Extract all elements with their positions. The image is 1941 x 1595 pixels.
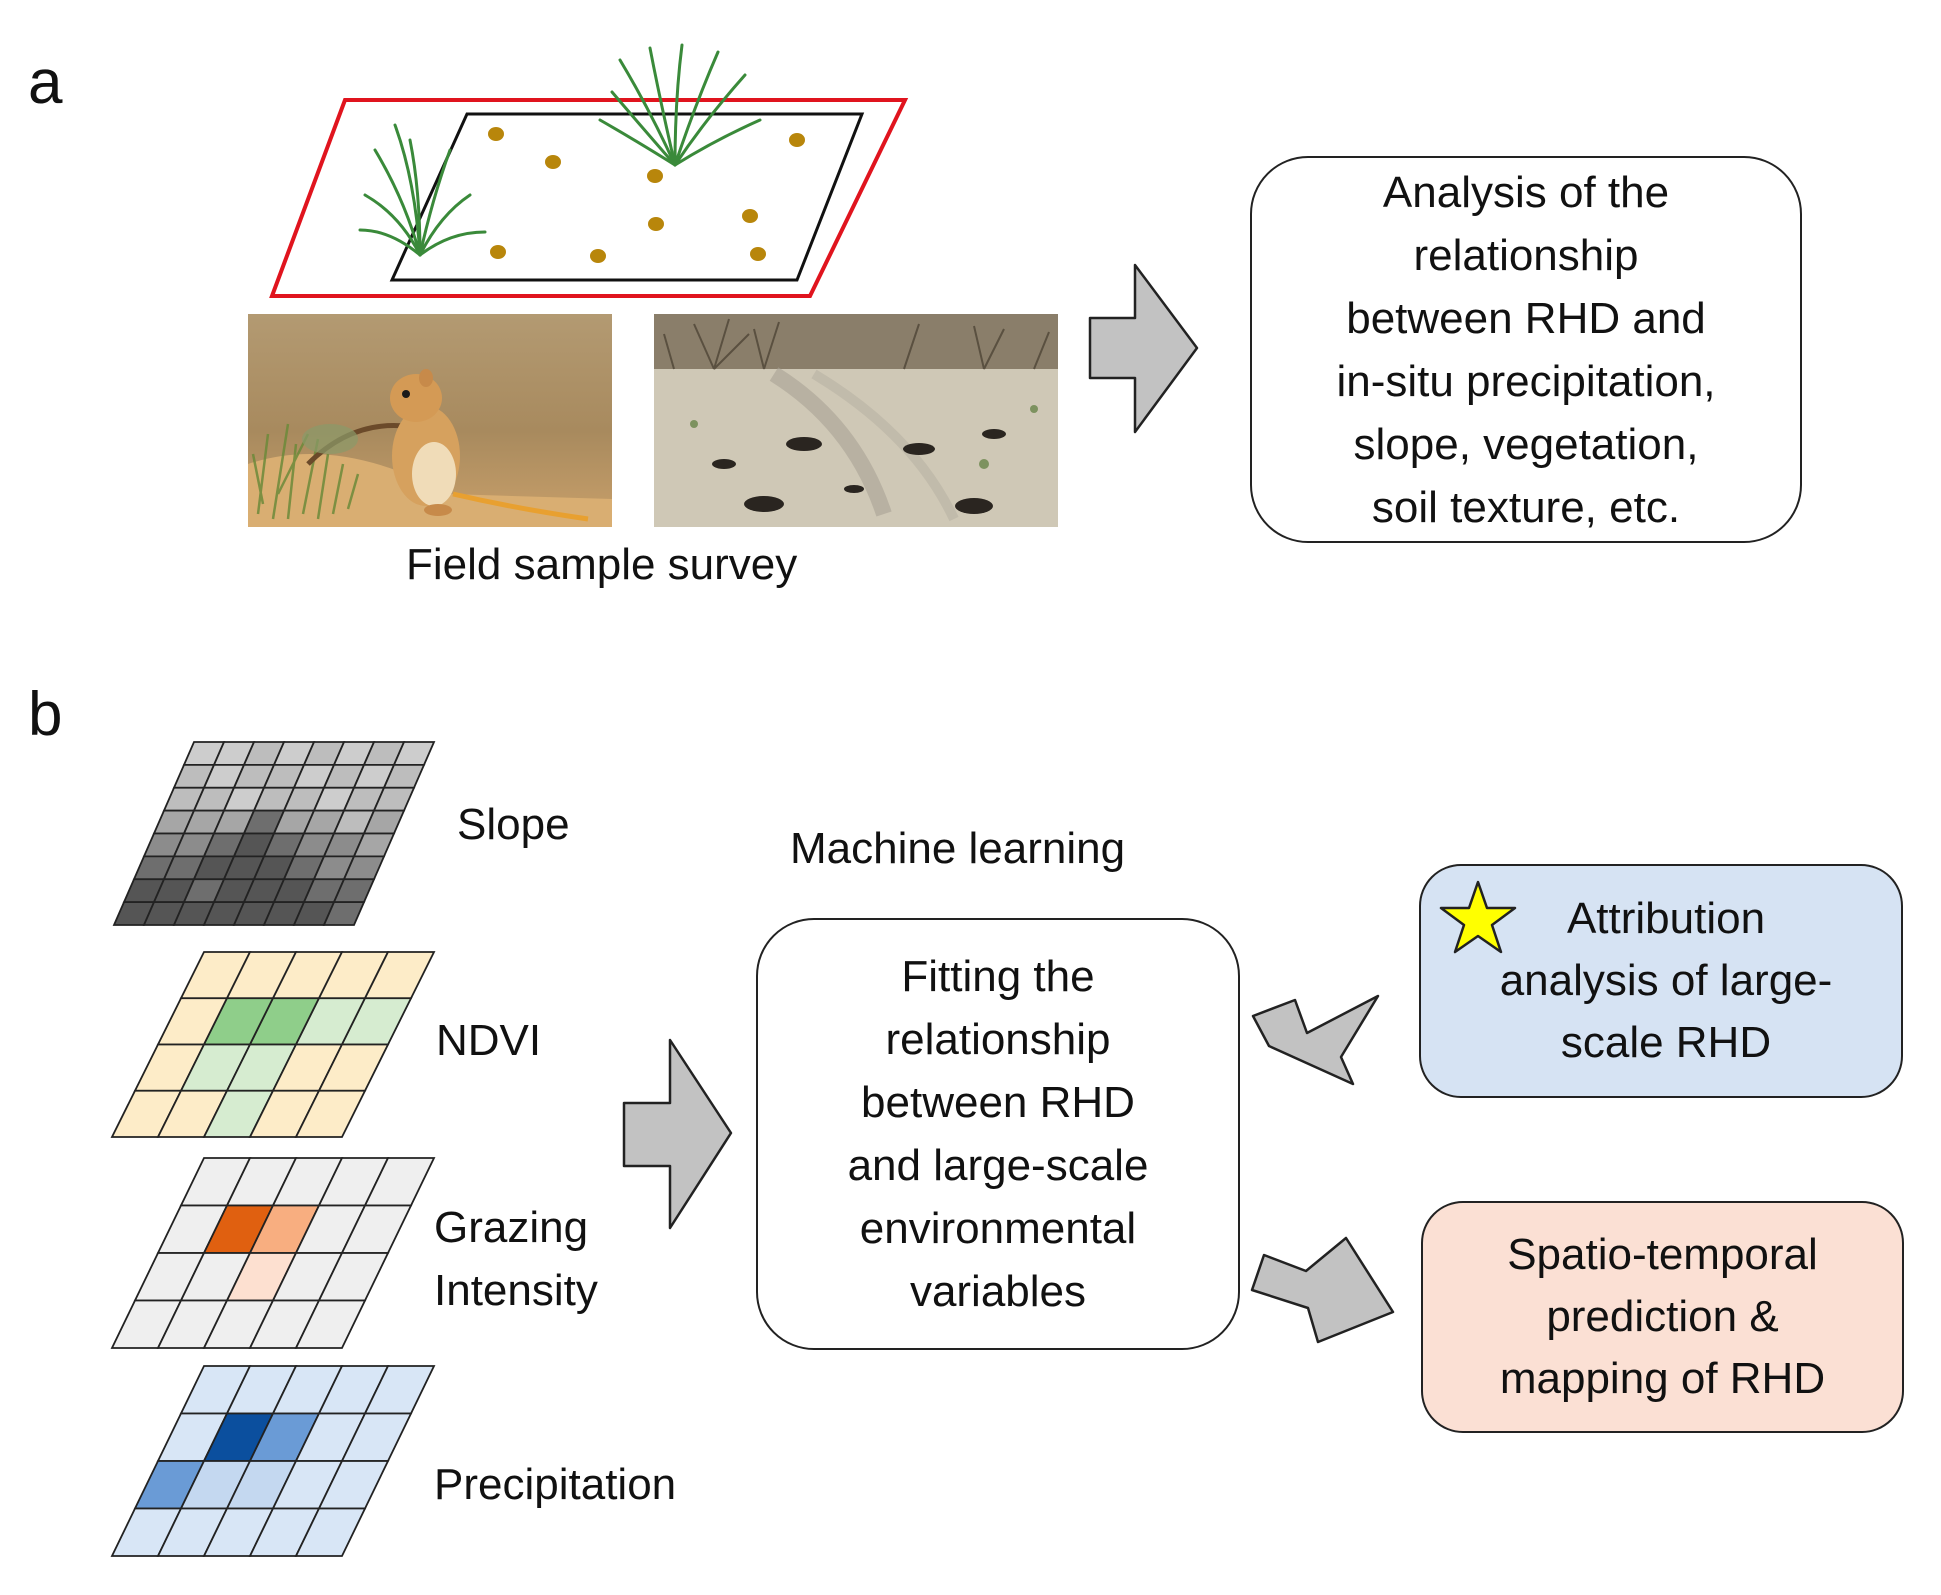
fitting-box-text: Fitting the relationship between RHD and…: [847, 952, 1149, 1316]
analysis-box-text: Analysis of the relationship between RHD…: [1336, 167, 1716, 532]
panel-b-letter: b: [28, 680, 63, 749]
analysis-box: Analysis of the relationship between RHD…: [1250, 156, 1802, 543]
arrow-to-prediction: [1250, 1236, 1395, 1344]
ndvi-layer: [110, 951, 436, 1138]
machine-learning-label: Machine learning: [790, 824, 1126, 873]
attribution-box: Attribution analysis of large- scale RHD: [1419, 864, 1903, 1098]
grazing-intensity-layer: [110, 1157, 436, 1349]
grid-cell: [294, 1089, 367, 1138]
prediction-box-text: Spatio-temporal prediction & mapping of …: [1499, 1230, 1826, 1403]
slope-layer: [112, 741, 436, 926]
grid-cell: [322, 901, 366, 926]
shrub-left: [358, 123, 487, 257]
burrow-dots: [488, 127, 805, 263]
arrow-to-attribution: [1251, 994, 1380, 1086]
layer-label-ndvi: NDVI: [436, 1016, 542, 1065]
grid-cell: [294, 1299, 367, 1349]
star-icon: [1439, 880, 1517, 954]
layer-label-precipitation: Precipitation: [434, 1460, 677, 1509]
prediction-box: Spatio-temporal prediction & mapping of …: [1421, 1201, 1904, 1433]
plot-outer-boundary: [269, 98, 909, 298]
fitting-box: Fitting the relationship between RHD and…: [756, 918, 1240, 1350]
field-sample-caption: Field sample survey: [406, 540, 798, 589]
panel-a-letter: a: [28, 48, 63, 117]
layer-label-grazing: Grazing Intensity: [434, 1203, 598, 1315]
precipitation-layer: [110, 1365, 436, 1557]
burrow-field-photo: [654, 314, 1058, 527]
gerbil-photo: [248, 314, 612, 527]
attribution-box-text: Attribution analysis of large- scale RHD: [1499, 894, 1833, 1067]
layer-label-slope: Slope: [457, 800, 570, 849]
shrub-right: [598, 43, 762, 167]
grid-cell: [294, 1507, 367, 1557]
